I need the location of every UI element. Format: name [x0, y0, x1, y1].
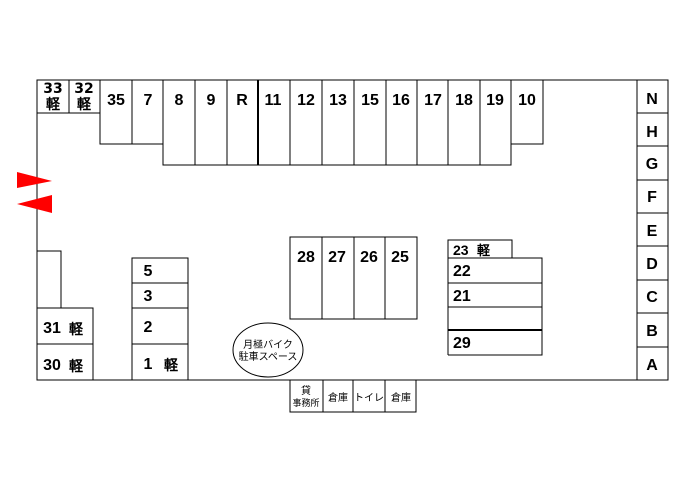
stall-16-label: 16	[392, 92, 410, 109]
left-edge-stalls	[37, 250, 94, 380]
stall-31-label: 31	[43, 320, 61, 337]
stall-c-label: C	[646, 289, 658, 306]
stall-e-label: E	[647, 223, 658, 240]
stall-17-label: 17	[424, 92, 442, 109]
stall-f-label: F	[647, 189, 657, 206]
stall-28-label: 28	[297, 249, 315, 266]
center-block-stalls	[289, 236, 418, 320]
storage2-label: 倉庫	[391, 391, 411, 404]
stall-31-kei: 軽	[69, 321, 84, 338]
stall-3-label: 3	[144, 288, 153, 305]
stall-h-label: H	[646, 124, 658, 141]
top-row-stalls	[36, 79, 544, 166]
red-flag-icon	[17, 172, 52, 188]
stall-15-label: 15	[361, 92, 379, 109]
stall-9-label: 9	[207, 92, 216, 109]
stall-26-label: 26	[360, 249, 378, 266]
stall-a-label: A	[646, 357, 658, 374]
stall-19-label: 19	[486, 92, 504, 109]
red-flag-icon	[17, 195, 52, 213]
stall-22-label: 22	[453, 263, 471, 280]
stall-27-label: 27	[328, 249, 346, 266]
stall-2-label: 2	[144, 319, 153, 336]
bike-parking-area	[232, 322, 304, 378]
left-block-stalls	[131, 257, 189, 380]
stall-29-label: 29	[453, 335, 471, 352]
stall-18-label: 18	[455, 92, 473, 109]
stall-32-label: 32	[74, 81, 93, 97]
stall-g-label: G	[646, 156, 658, 173]
stall-33-label: 33	[43, 81, 62, 97]
stall-21-label: 21	[453, 288, 471, 305]
stall-b-label: B	[646, 323, 658, 340]
stall-1-kei: 軽	[164, 357, 179, 374]
storage1-label: 倉庫	[328, 391, 348, 404]
stall-8-label: 8	[175, 92, 184, 109]
stall-d-label: D	[646, 256, 658, 273]
stall-5-label: 5	[144, 263, 153, 280]
stall-11-label: 11	[265, 92, 282, 109]
stall-30-label: 30	[43, 357, 61, 374]
stall-n-label: N	[646, 91, 658, 108]
right-block-stalls	[447, 239, 543, 356]
stall-23-kei: 軽	[477, 243, 491, 259]
stall-13-label: 13	[329, 92, 347, 109]
stall-35-label: 35	[107, 92, 125, 109]
stall-32-kei: 軽	[77, 96, 92, 113]
entrance-flags	[17, 172, 52, 213]
stall-10-label: 10	[518, 92, 536, 109]
stall-23-label: 23	[453, 242, 469, 258]
bike-area-label-line1: 月極バイク	[243, 338, 293, 351]
stall-r-label: R	[236, 92, 248, 109]
stall-1-label: 1	[144, 356, 153, 373]
stall-7-label: 7	[144, 92, 153, 109]
stall-30-kei: 軽	[69, 358, 84, 375]
bottom-rooms	[289, 380, 417, 413]
stall-12-label: 12	[297, 92, 315, 109]
stall-25-label: 25	[391, 249, 409, 266]
right-column-stalls	[636, 80, 668, 380]
office-label-line2: 事務所	[292, 397, 319, 409]
toilet-label: トイレ	[354, 393, 384, 404]
office-label-line1: 貸	[301, 384, 311, 397]
stall-33-kei: 軽	[46, 96, 61, 113]
bike-area-label-line2: 駐車スペース	[239, 350, 298, 363]
